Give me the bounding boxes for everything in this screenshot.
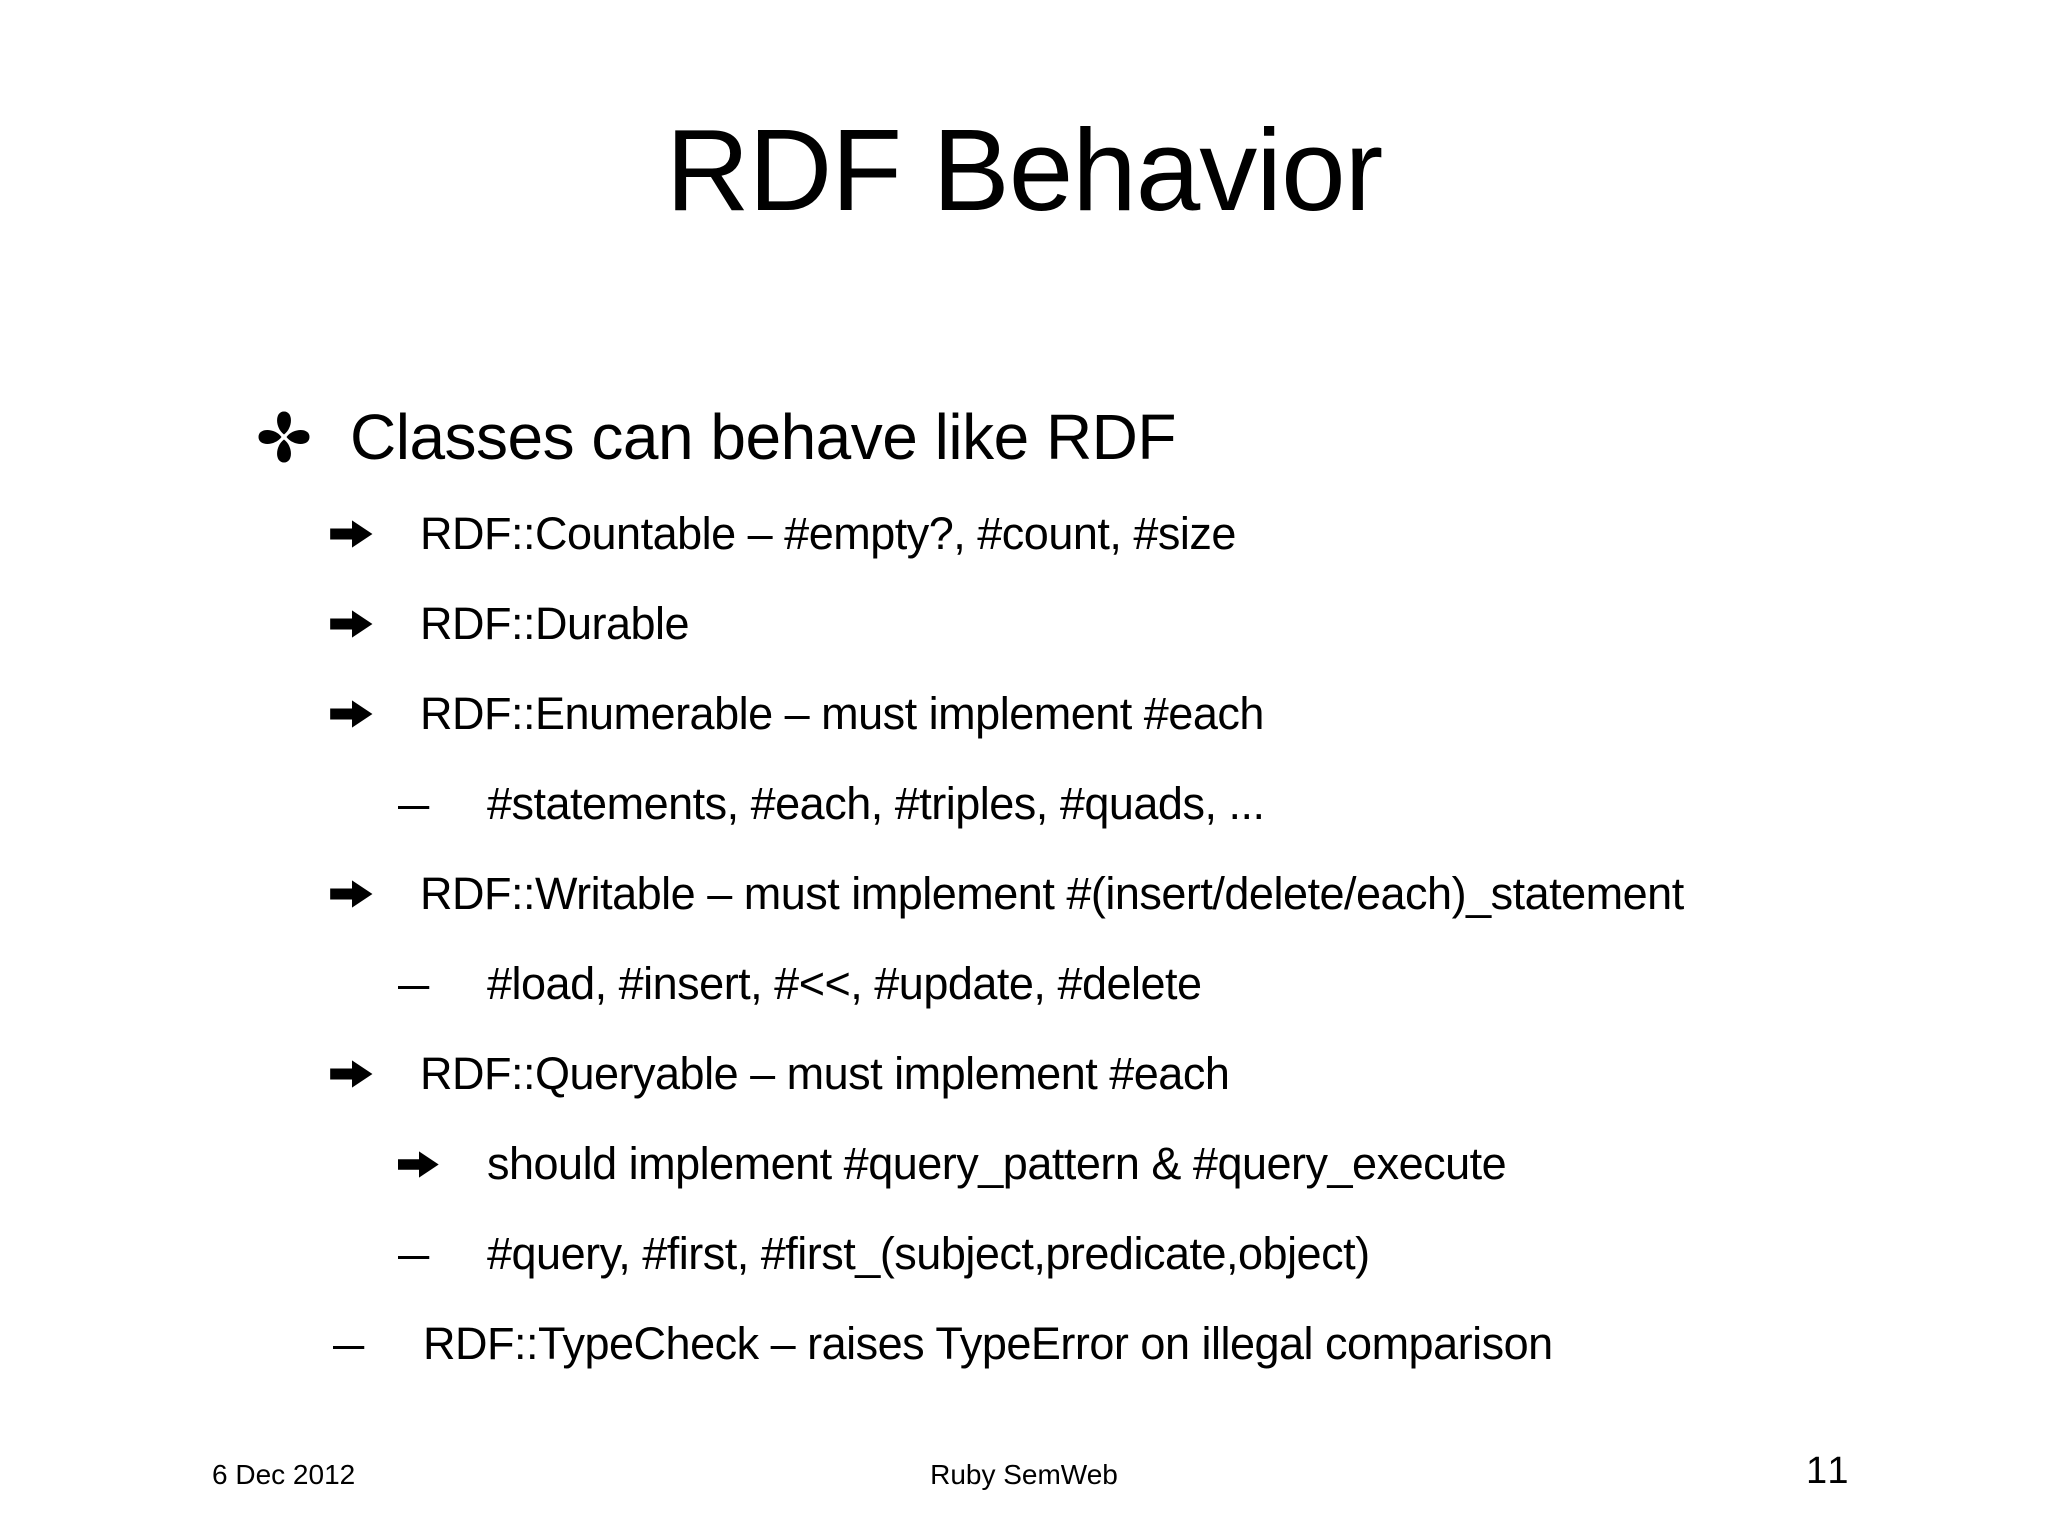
clover-icon: [258, 411, 350, 463]
bullet-text: RDF::Writable – must implement #(insert/…: [420, 868, 1684, 919]
bullet-line: RDF::Writable – must implement #(insert/…: [330, 863, 1684, 925]
bullet-text: should implement #query_pattern & #query…: [487, 1138, 1507, 1189]
arrow-icon: [330, 609, 420, 639]
bullet-text: RDF::TypeCheck – raises TypeError on ill…: [423, 1318, 1553, 1369]
bullet-text: #statements, #each, #triples, #quads, ..…: [487, 778, 1265, 829]
bullet-line: should implement #query_pattern & #query…: [398, 1133, 1507, 1195]
footer-deck-title: Ruby SemWeb: [930, 1459, 1118, 1490]
bullet-text: RDF::Durable: [420, 598, 690, 649]
arrow-icon: [330, 1059, 420, 1089]
bullet-text: #load, #insert, #<<, #update, #delete: [487, 958, 1202, 1009]
arrow-icon: [398, 1150, 487, 1179]
bullet-line: – #load, #insert, #<<, #update, #delete: [398, 953, 1202, 1015]
arrow-icon: [330, 879, 420, 909]
dash-icon: –: [398, 778, 430, 829]
bullet-line: – #statements, #each, #triples, #quads, …: [398, 773, 1265, 835]
footer-page-number: 11: [1806, 1450, 1852, 1492]
bullet-text: RDF::Countable – #empty?, #count, #size: [420, 508, 1236, 559]
footer-date: 6 Dec 2012: [212, 1459, 356, 1490]
arrow-icon: [330, 699, 420, 729]
bullet-line: Classes can behave like RDF: [258, 395, 1176, 479]
bullet-text: Classes can behave like RDF: [350, 401, 1176, 473]
bullet-line: RDF::Durable: [330, 593, 690, 655]
dash-icon: –: [398, 1228, 430, 1279]
bullet-line: – #query, #first, #first_(subject,predic…: [398, 1223, 1370, 1285]
bullet-line: RDF::Queryable – must implement #each: [330, 1043, 1230, 1105]
bullet-line: RDF::Enumerable – must implement #each: [330, 683, 1264, 745]
bullet-text: RDF::Enumerable – must implement #each: [420, 688, 1264, 739]
bullet-line: RDF::Countable – #empty?, #count, #size: [330, 503, 1236, 565]
dash-icon: –: [333, 1318, 365, 1369]
slide-title: RDF Behavior: [665, 105, 1383, 235]
bullet-line: – RDF::TypeCheck – raises TypeError on i…: [333, 1313, 1553, 1375]
bullet-text: #query, #first, #first_(subject,predicat…: [487, 1228, 1370, 1279]
arrow-icon: [330, 519, 420, 549]
dash-icon: –: [398, 958, 430, 1009]
bullet-text: RDF::Queryable – must implement #each: [420, 1048, 1230, 1099]
